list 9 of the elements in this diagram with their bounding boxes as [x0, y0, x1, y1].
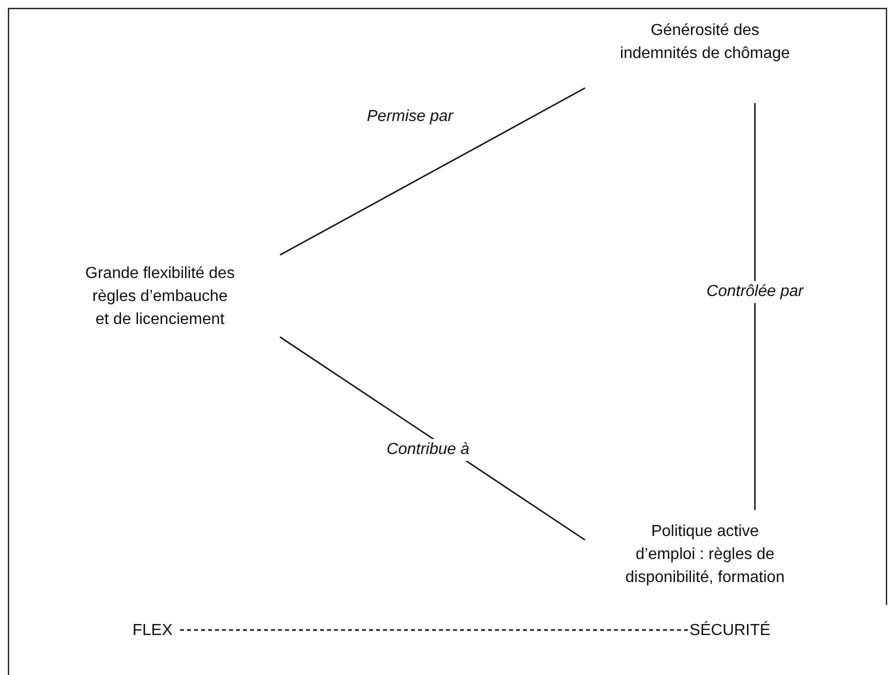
dashed-line: [180, 629, 688, 631]
node-text: Grande flexibilité des règles d’embauche et de licenciement: [84, 264, 236, 330]
node-text: Générosité des indemnités de chômage: [619, 21, 791, 64]
node-text: SÉCURITÉ: [690, 620, 770, 640]
node-text: Politique active d’emploi : règles de disponibilité, formation: [624, 522, 786, 588]
connector-line: [280, 87, 586, 256]
connector-line: [280, 336, 586, 541]
connector-line: [754, 103, 756, 510]
node-text: FLEX: [132, 620, 172, 640]
